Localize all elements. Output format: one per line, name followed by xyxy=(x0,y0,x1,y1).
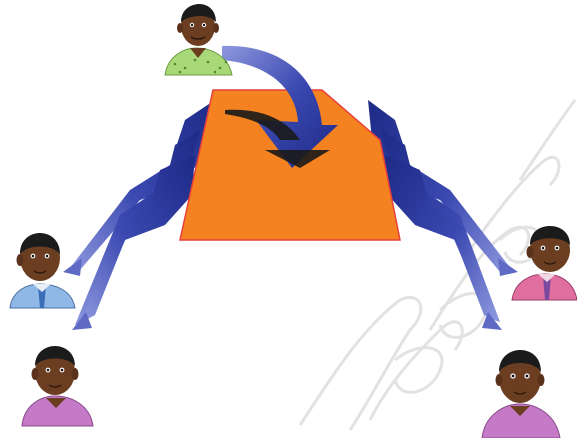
child-left-lower xyxy=(22,346,93,426)
child-top-sender xyxy=(165,4,232,75)
child-right-lower xyxy=(482,350,560,438)
